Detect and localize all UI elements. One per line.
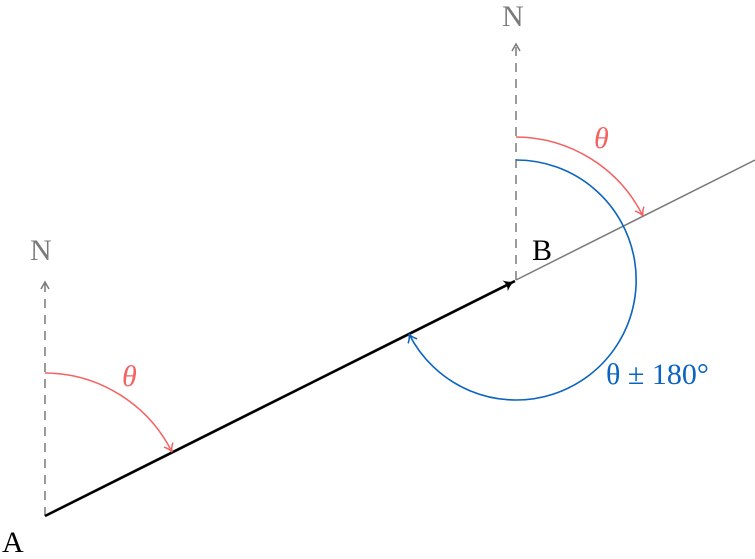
back-bearing-arc	[407, 159, 637, 401]
theta-arc-b	[515, 136, 645, 217]
bearing-extension-line	[515, 159, 755, 281]
theta-arc-a	[44, 372, 174, 453]
point-b-label: B	[532, 234, 553, 267]
north-label-b: N	[502, 0, 524, 33]
north-label-a: N	[30, 234, 52, 267]
point-a-label: A	[2, 526, 24, 559]
theta-label-a: θ	[122, 360, 137, 393]
vector-a-to-b	[44, 279, 516, 518]
theta-label-b: θ	[594, 122, 609, 155]
back-bearing-label: θ ± 180°	[606, 358, 709, 391]
